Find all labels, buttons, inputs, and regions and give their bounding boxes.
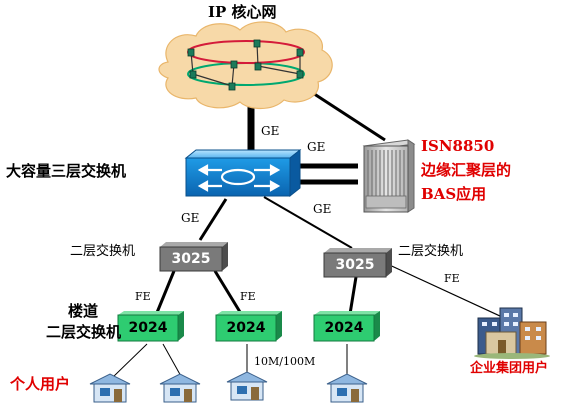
link-label-agg-left: GE [181, 211, 200, 225]
bas-chassis [362, 139, 416, 213]
core-network-title: IP 核心网 [208, 3, 277, 21]
agg-switch-left [159, 242, 228, 272]
user-house-icon-2 [159, 373, 201, 403]
link-l3-to-agg-right [263, 196, 353, 249]
cloud-shape [158, 21, 333, 110]
link-label-agg-right: GE [313, 202, 332, 216]
core-router-nodes [187, 39, 304, 91]
agg-right-label: 二层交换机 [398, 244, 464, 259]
link-label-core-uplink: GE [261, 124, 280, 138]
personal-users-label: 个人用户 [10, 375, 71, 393]
access-label-line1: 楼道 [68, 302, 99, 320]
access-switch-3 [313, 311, 380, 342]
link-core-to-bas [301, 84, 386, 142]
enterprise-building-icon [474, 307, 550, 359]
link-agg-right-to-enterprise [382, 261, 514, 323]
user-house-icon-4 [326, 373, 368, 403]
link-label-fe-left-a: FE [135, 290, 151, 303]
user-link-speed-label: 10M/100M [254, 355, 316, 368]
link-access1-user-a [111, 343, 148, 379]
link-label-bas: GE [307, 140, 326, 154]
access-switch-2-model: 2024 [226, 320, 266, 336]
access-switch-3-model: 2024 [324, 320, 364, 336]
agg-right-model: 3025 [335, 257, 375, 273]
agg-switch-right [323, 248, 392, 278]
link-agg-left-to-access-2 [213, 270, 242, 313]
link-agg-right-to-access [348, 276, 358, 315]
link-l3-to-agg-left [198, 198, 228, 241]
switch-arrows-icon [197, 164, 281, 192]
access-label-line2: 二层交换机 [46, 323, 122, 341]
links [111, 84, 514, 379]
link-access1-user-b [162, 343, 183, 379]
user-house-icon-3 [226, 371, 268, 401]
bas-desc-line1: 边缘汇聚层的 [421, 161, 512, 179]
l3-switch-label: 大容量三层交换机 [6, 162, 127, 180]
bas-name-label: ISN8850 [421, 137, 495, 155]
user-house-icon-1 [89, 373, 131, 403]
agg-left-model: 3025 [171, 251, 211, 267]
l3-switch [184, 148, 302, 198]
agg-left-label: 二层交换机 [70, 244, 136, 259]
link-label-fe-left-b: FE [240, 290, 256, 303]
access-switch-1 [117, 311, 184, 342]
enterprise-users-label: 企业集团用户 [470, 361, 549, 376]
core-network-cloud [158, 21, 333, 110]
link-agg-left-to-access-1 [154, 270, 176, 316]
link-label-fe-enterprise: FE [444, 272, 460, 285]
access-switch-2 [215, 311, 282, 342]
access-switch-1-model: 2024 [128, 320, 168, 336]
bas-desc-line2: BAS应用 [421, 185, 487, 203]
